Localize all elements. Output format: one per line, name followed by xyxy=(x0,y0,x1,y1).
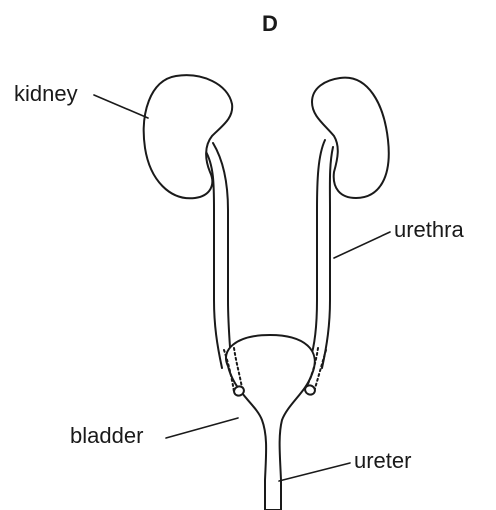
ureter-label: ureter xyxy=(354,448,411,473)
kidney-label-line xyxy=(94,95,148,118)
urethra-label-line xyxy=(334,232,390,258)
right-kidney xyxy=(312,78,389,198)
kidney-label: kidney xyxy=(14,81,78,106)
bladder-label-line xyxy=(166,418,238,438)
bladder xyxy=(226,335,315,510)
bladder-label: bladder xyxy=(70,423,143,448)
left-kidney xyxy=(144,75,232,198)
right-tube xyxy=(310,140,333,368)
ureter-label-line xyxy=(279,463,350,481)
diagram-title: D xyxy=(262,11,278,36)
urethra-label: urethra xyxy=(394,217,464,242)
